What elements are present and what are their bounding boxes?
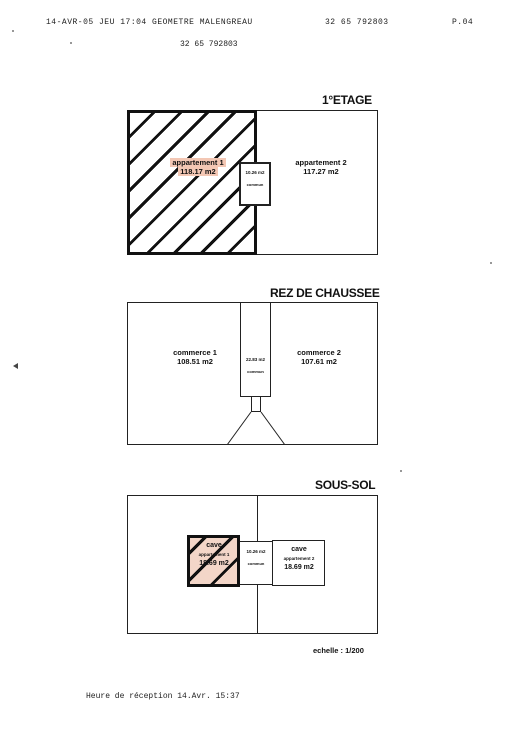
apartment-1-area: 118.17 m2 (178, 167, 218, 177)
floor-title-sous-sol: SOUS-SOL (315, 478, 376, 492)
cave-1-sub: appartement 1 (198, 551, 230, 557)
scan-speck (70, 42, 72, 44)
rez-common-corridor (240, 302, 271, 397)
apartment-1-room (127, 110, 257, 255)
fax-header-number: 32 65 792803 (325, 18, 389, 27)
etage-common-area: 10.26 m2 (245, 170, 265, 175)
cave-1-area: 18.69 m2 (199, 559, 229, 567)
cave-2-room (272, 540, 325, 586)
shop-2-label: commerce 2 107.61 m2 (274, 348, 364, 367)
rez-common-label: 22.83 m2 commun (241, 357, 270, 375)
shop-2-name: commerce 2 (297, 348, 341, 357)
rez-entrance-passage (251, 397, 261, 412)
scan-speck (12, 30, 14, 32)
fax-page-number: P.04 (452, 18, 474, 27)
apartment-1-label: appartement 1 118.17 m2 (153, 158, 243, 177)
floor-title-rez: REZ DE CHAUSSEE (270, 286, 380, 300)
floor-title-etage: 1°ETAGE (322, 93, 372, 107)
sous-sol-outline (127, 495, 378, 634)
scan-speck (400, 470, 402, 472)
etage-common-room (239, 162, 271, 206)
apartment-2-name: appartement 2 (295, 158, 347, 167)
fax-header-left: 14-AVR-05 JEU 17:04 GEOMETRE MALENGREAU (46, 18, 253, 27)
cave-2-name: cave (291, 546, 307, 553)
rez-common-name: commun (247, 368, 264, 374)
sous-sol-common-area: 10.26 m2 (246, 549, 266, 554)
sous-sol-common-name: commun (247, 560, 265, 566)
rez-common-area: 22.83 m2 (245, 357, 265, 362)
apartment-2-area: 117.27 m2 (303, 167, 339, 177)
cave-1-room (187, 535, 240, 587)
rez-entrance-lines (226, 411, 286, 445)
cave-2-sub: appartement 2 (283, 555, 315, 561)
fax-subnumber: 32 65 792803 (180, 40, 238, 49)
shop-1-name: commerce 1 (173, 348, 217, 357)
reception-time: Heure de réception 14.Avr. 15:37 (86, 692, 240, 701)
scan-speck (490, 262, 492, 264)
shop-1-area: 108.51 m2 (177, 357, 213, 367)
cave-2-label: cave appartement 2 18.69 m2 (273, 546, 325, 572)
etage-common-label: 10.26 m2 commun (240, 170, 270, 188)
scale-note: echelle : 1/200 (313, 646, 364, 655)
sous-sol-common-label: 10.26 m2 commun (240, 549, 272, 567)
etage-common-name: commun (246, 181, 264, 187)
apartment-2-label: appartement 2 117.27 m2 (276, 158, 366, 177)
cave-2-area: 18.69 m2 (284, 563, 314, 571)
apartment-1-name: appartement 1 (170, 158, 226, 167)
shop-2-area: 107.61 m2 (301, 357, 337, 367)
scan-mark-arrow-icon (13, 363, 18, 369)
cave-1-name: cave (206, 542, 222, 549)
shop-1-label: commerce 1 108.51 m2 (150, 348, 240, 367)
cave-1-label: cave appartement 1 18.69 m2 (188, 542, 240, 568)
rez-outline (127, 302, 378, 445)
